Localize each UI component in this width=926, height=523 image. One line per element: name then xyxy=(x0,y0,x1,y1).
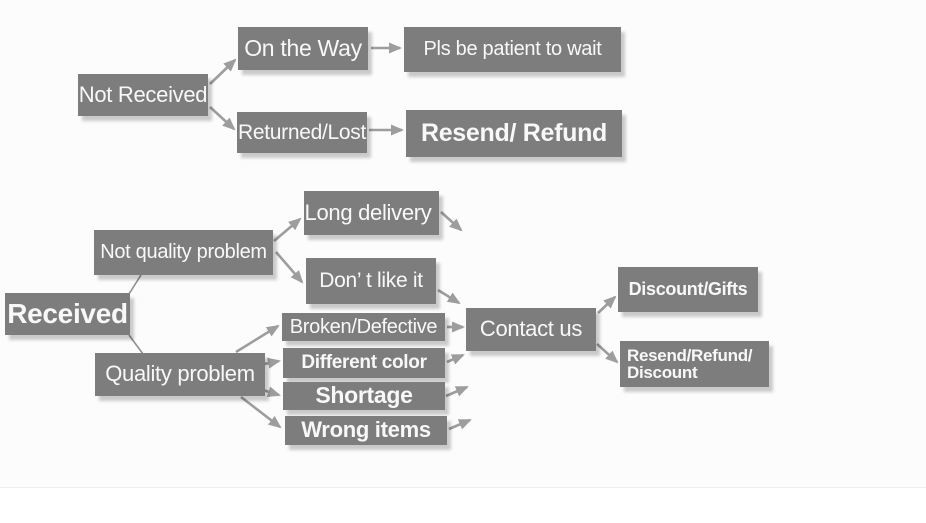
arrow-not-received-to-on-the-way xyxy=(209,58,237,85)
arrow-wrong-items-to-contact-direction xyxy=(448,418,472,431)
flow-node-broken-defective: Broken/Defective xyxy=(282,313,445,341)
flow-node-contact-us: Contact us xyxy=(466,308,596,351)
arrow-dont-like-it-to-contact-us xyxy=(437,288,461,305)
flow-node-dont-like-it: Don’ t like it xyxy=(306,258,436,304)
arrow-not-quality-problem-to-long-delivery xyxy=(273,217,302,242)
flow-node-resend-refund: Resend/ Refund xyxy=(406,110,622,157)
arrow-not-quality-problem-to-dont-like-it xyxy=(275,251,304,284)
flow-node-long-delivery: Long delivery xyxy=(304,191,439,235)
flow-node-discount-gifts: Discount/Gifts xyxy=(618,267,758,312)
arrow-long-delivery-to-contact-direction xyxy=(440,211,463,232)
flow-node-resend-refund-discount: Resend/Refund/ Discount xyxy=(620,341,769,387)
flow-node-received: Received xyxy=(5,293,130,335)
arrow-quality-problem-to-broken-defective xyxy=(235,324,280,354)
arrow-different-color-to-contact-us xyxy=(446,353,465,365)
arrow-quality-problem-to-wrong-items xyxy=(240,395,282,429)
flow-node-shortage: Shortage xyxy=(283,382,445,410)
arrow-received-to-quality-problem xyxy=(128,334,144,355)
arrow-shortage-to-contact-direction xyxy=(445,385,469,398)
image-bottom-margin xyxy=(0,487,926,523)
flow-node-quality-problem: Quality problem xyxy=(95,353,265,396)
flow-node-wrong-items: Wrong items xyxy=(285,416,447,445)
flow-node-on-the-way: On the Way xyxy=(238,27,368,70)
arrow-not-received-to-returned-lost xyxy=(209,106,236,131)
flow-node-not-received: Not Received xyxy=(78,74,208,116)
arrow-contact-us-to-discount-gifts xyxy=(597,295,617,314)
flow-node-returned-lost: Returned/Lost xyxy=(237,112,367,153)
flow-node-different-color: Different color xyxy=(283,348,445,378)
arrow-contact-us-to-resend-refund-discount xyxy=(596,343,619,364)
arrow-received-to-not-quality-problem xyxy=(128,274,142,295)
flow-node-pls-be-patient: Pls be patient to wait xyxy=(404,27,621,72)
flow-node-not-quality-problem: Not quality problem xyxy=(94,230,273,275)
